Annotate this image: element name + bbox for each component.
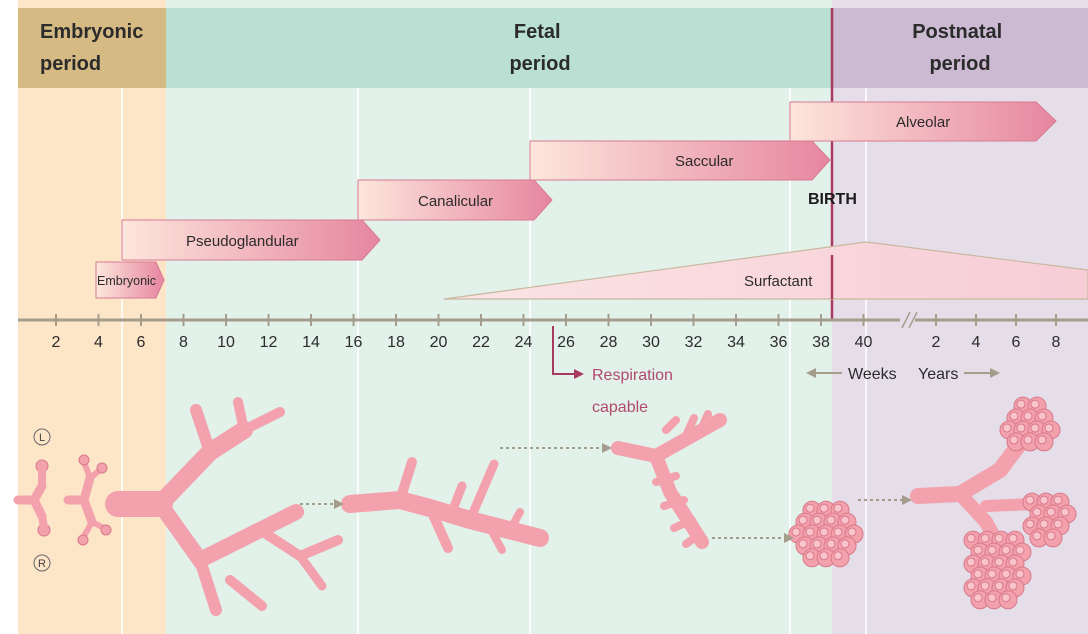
stage-label-pseudoglandular: Pseudoglandular — [186, 233, 299, 250]
embryonic-region — [18, 0, 166, 634]
stage-saccular: Saccular — [530, 141, 830, 180]
week-tick-label: 20 — [430, 334, 448, 351]
alveolus — [831, 549, 849, 567]
stage-label-canalicular: Canalicular — [418, 193, 493, 210]
weeks-label: Weeks — [848, 366, 897, 383]
years-label: Years — [918, 366, 958, 383]
week-tick-label: 34 — [727, 334, 745, 351]
year-tick-label: 8 — [1052, 334, 1061, 351]
week-tick-label: 6 — [137, 334, 146, 351]
week-tick-label: 24 — [515, 334, 533, 351]
postnatal-header — [832, 8, 1088, 88]
fetal-header — [166, 8, 832, 88]
week-tick-label: 16 — [345, 334, 363, 351]
week-tick-label: 18 — [387, 334, 405, 351]
year-tick-label: 2 — [932, 334, 941, 351]
week-tick-label: 38 — [812, 334, 830, 351]
svg-text:L: L — [39, 432, 45, 444]
alveolus — [1044, 529, 1062, 547]
year-tick-label: 6 — [1012, 334, 1021, 351]
week-tick-label: 22 — [472, 334, 490, 351]
week-tick-label: 32 — [685, 334, 703, 351]
week-tick-label: 12 — [260, 334, 278, 351]
year-tick-label: 4 — [972, 334, 981, 351]
week-tick-label: 10 — [217, 334, 235, 351]
stage-label-embryonic: Embryonic — [97, 274, 156, 288]
week-tick-label: 28 — [600, 334, 618, 351]
week-tick-label: 30 — [642, 334, 660, 351]
stage-label-saccular: Saccular — [675, 153, 733, 170]
embryonic-header — [18, 8, 166, 88]
stage-label-alveolar: Alveolar — [896, 114, 950, 131]
week-tick-label: 8 — [179, 334, 188, 351]
stage-embryonic: Embryonic — [96, 262, 164, 298]
stage-canalicular: Canalicular — [358, 180, 552, 220]
surfactant-label: Surfactant — [744, 273, 813, 290]
svg-text:R: R — [38, 558, 46, 570]
week-tick-label: 36 — [770, 334, 788, 351]
week-tick-label: 14 — [302, 334, 320, 351]
alveolus — [999, 591, 1017, 609]
stage-pseudoglandular: Pseudoglandular — [122, 220, 380, 260]
week-tick-label: 40 — [855, 334, 873, 351]
birth-label: BIRTH — [808, 191, 857, 208]
week-tick-label: 4 — [94, 334, 103, 351]
week-tick-label: 26 — [557, 334, 575, 351]
week-tick-label: 2 — [52, 334, 61, 351]
alveolus — [1035, 433, 1053, 451]
stage-alveolar: Alveolar — [790, 102, 1056, 141]
